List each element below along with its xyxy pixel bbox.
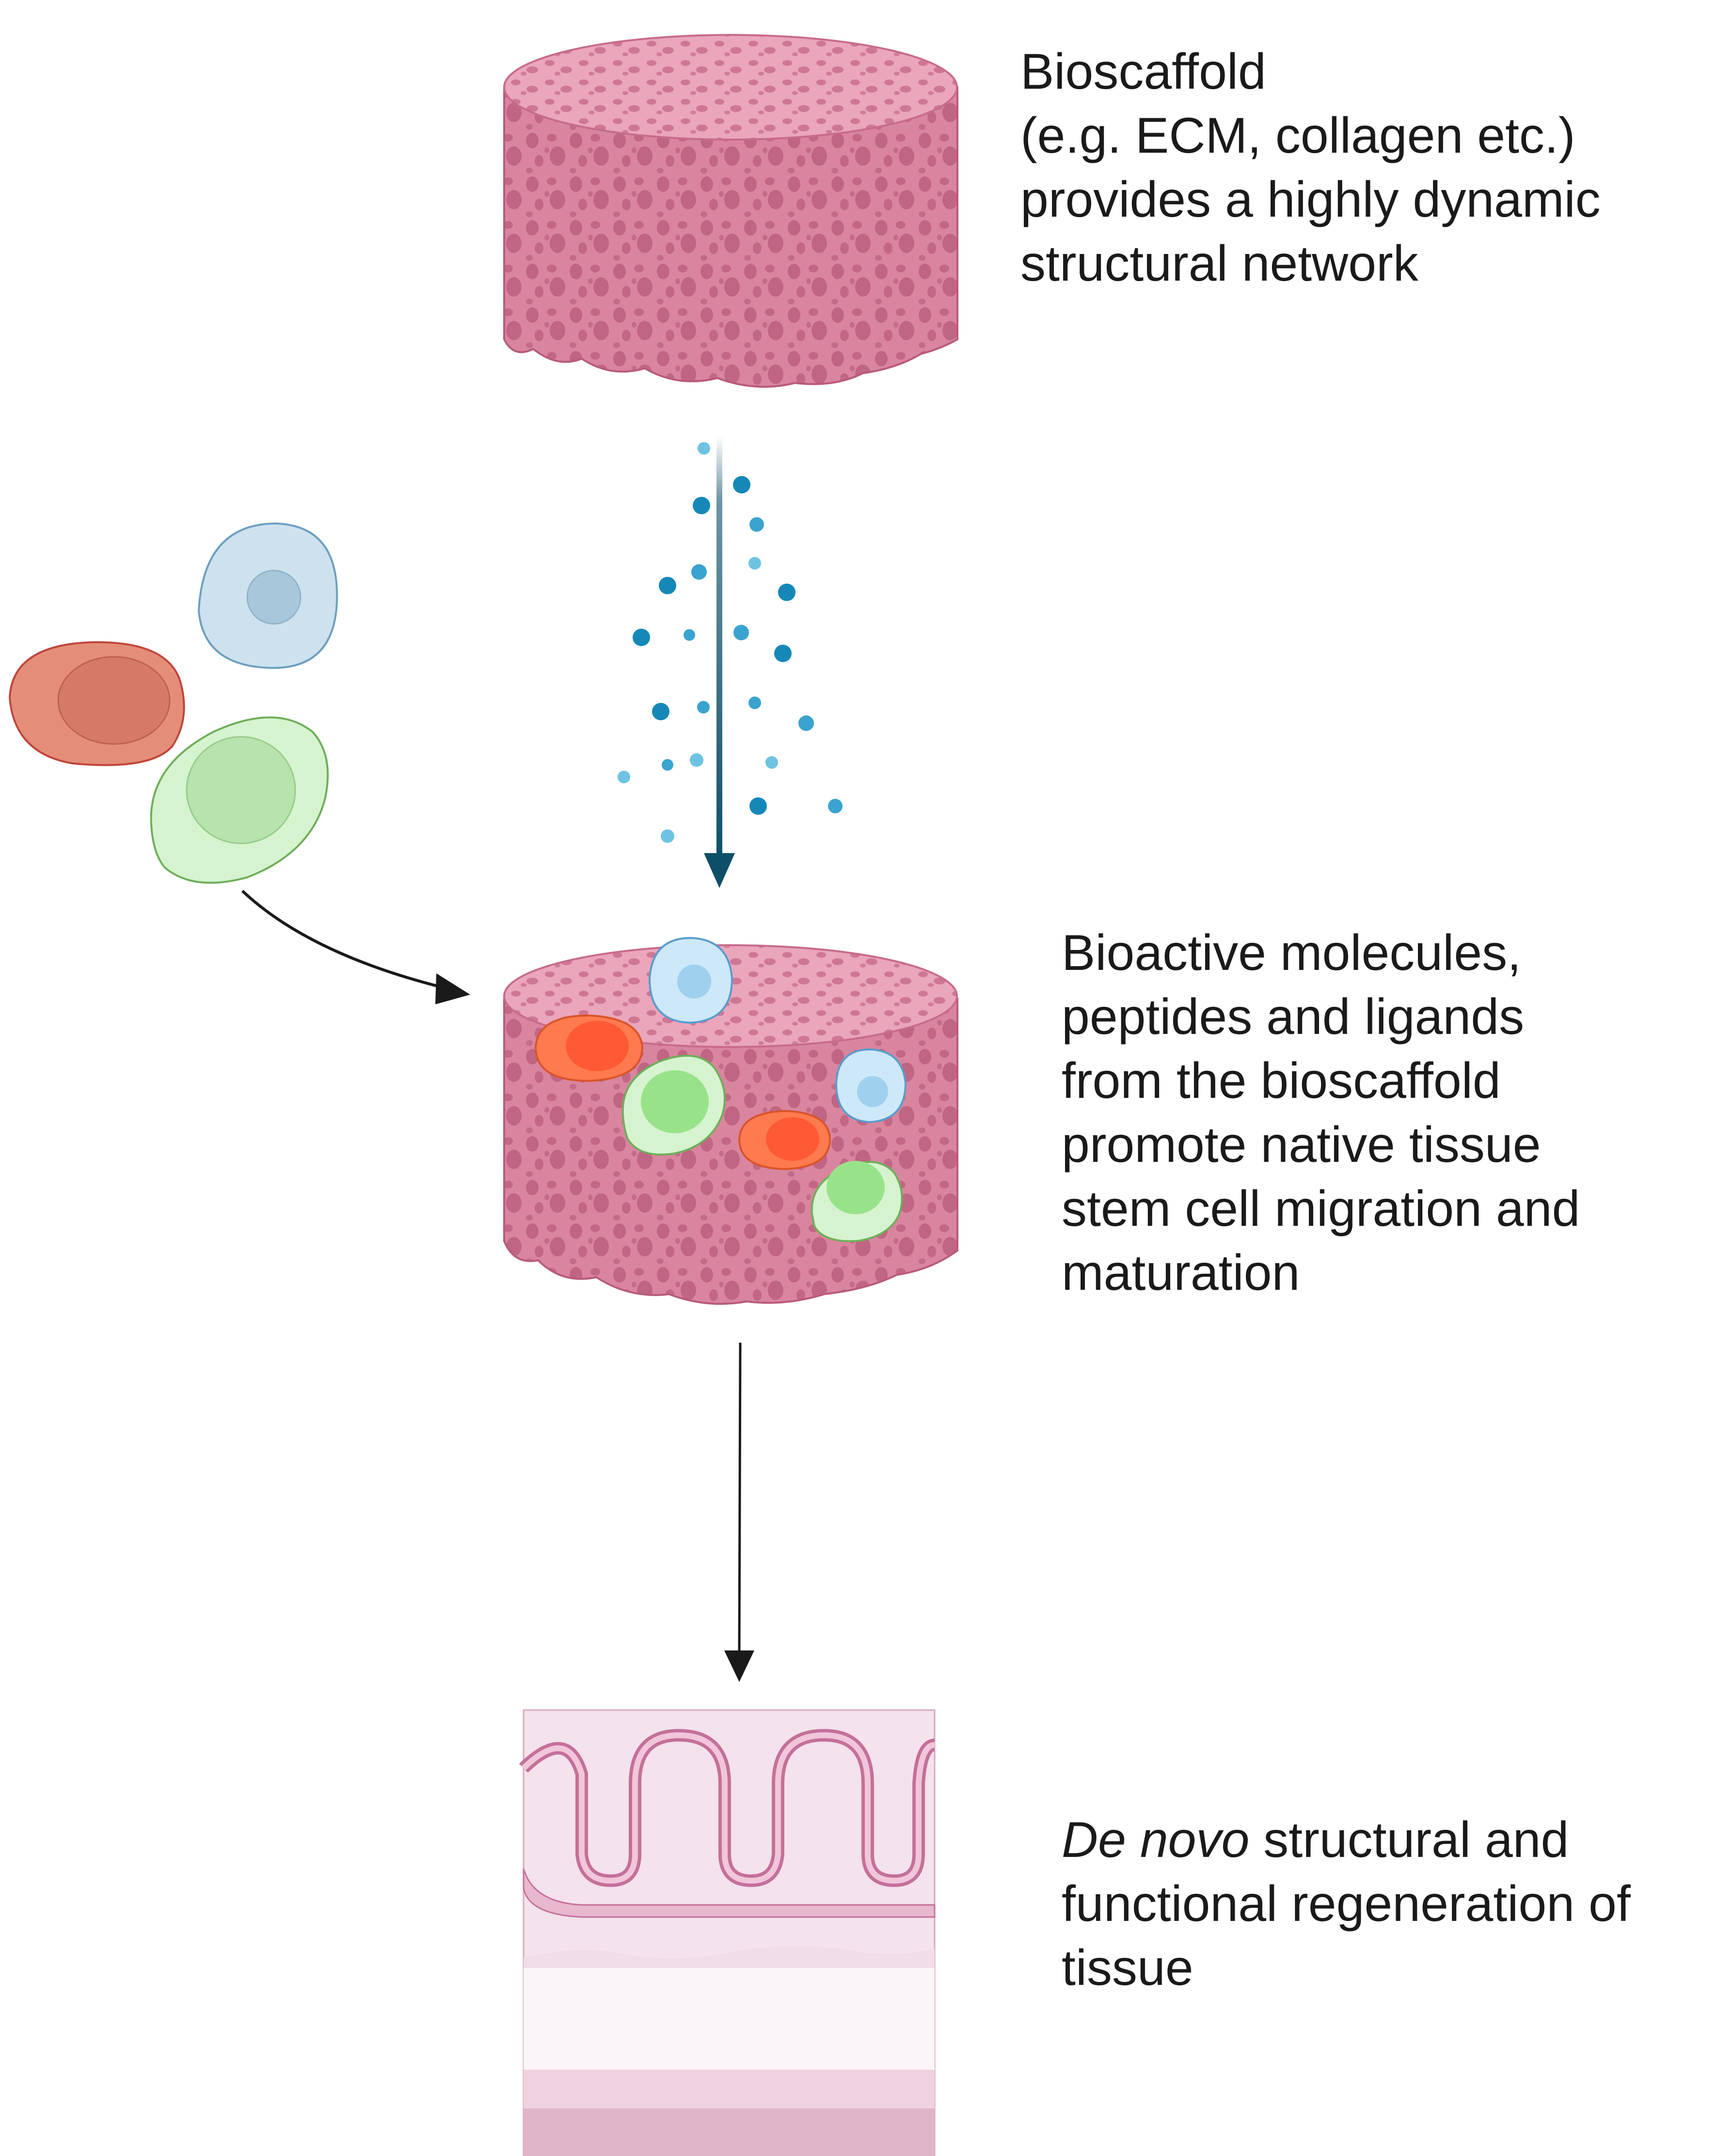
caption-regeneration: De novo structural and functional regene… (1062, 1808, 1631, 2000)
seeded-cell-orange-2 (738, 1110, 831, 1171)
bioscaffold-seeded (503, 944, 958, 1305)
caption-bioscaffold: Bioscaffold (e.g. ECM, collagen etc.) pr… (1020, 40, 1601, 296)
caption-bioscaffold-line: (e.g. ECM, collagen etc.) (1020, 108, 1575, 164)
caption-bioactive-line: from the bioscaffold (1062, 1053, 1501, 1109)
caption-bioscaffold-line: structural network (1020, 236, 1418, 292)
caption-bioactive-line: promote native tissue (1062, 1117, 1541, 1173)
migration-arrow (241, 889, 470, 1004)
seeded-cell-green-1 (621, 1055, 726, 1156)
stem-cell-blue (197, 522, 338, 669)
caption-regeneration-line-3: tissue (1062, 1940, 1193, 1996)
caption-bioscaffold-line: Bioscaffold (1020, 44, 1266, 100)
regeneration-arrow (724, 1342, 754, 1682)
caption-regeneration-italic: De novo (1062, 1812, 1250, 1868)
bioscaffold-top (503, 34, 958, 388)
stem-cell-green (150, 716, 329, 884)
bioactive-molecules (618, 442, 843, 843)
molecule-release-arrow (704, 436, 735, 888)
seeded-cell-green-2 (811, 1161, 903, 1242)
caption-regeneration-rest: structural and (1249, 1812, 1569, 1868)
caption-bioactive-line: stem cell migration and (1062, 1181, 1580, 1237)
seeded-cell-blue-2 (835, 1048, 907, 1124)
caption-bioactive-line: Bioactive molecules, (1062, 925, 1521, 981)
seeded-cell-blue-1 (648, 936, 733, 1024)
caption-regeneration-line-1: De novo structural and (1062, 1808, 1631, 1872)
seeded-cell-orange-1 (534, 1014, 644, 1082)
regenerated-tissue (519, 1709, 936, 2156)
caption-bioactive-line: maturation (1062, 1245, 1300, 1301)
caption-regeneration-line-2: functional regeneration of (1062, 1876, 1631, 1932)
caption-bioactive: Bioactive molecules, peptides and ligand… (1062, 921, 1580, 1305)
caption-bioactive-line: peptides and ligands (1062, 989, 1525, 1045)
stem-cell-red (8, 641, 185, 766)
caption-bioscaffold-line: provides a highly dynamic (1020, 172, 1601, 228)
